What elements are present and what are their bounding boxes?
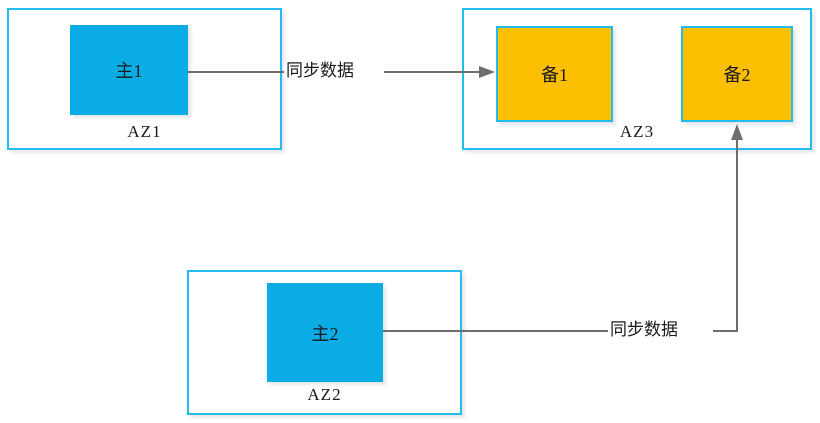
connector-label-top: 同步数据 (284, 61, 356, 80)
node-bei2-label: 备2 (723, 65, 751, 85)
node-bei1-label: 备1 (541, 65, 568, 85)
node-bei2: 备2 (681, 26, 793, 122)
node-zhu1: 主1 (70, 25, 188, 115)
connector-zhu2-to-bei2-segment-elbow (713, 124, 743, 332)
zone-az2-label: AZ2 (307, 385, 342, 404)
connector-label-bottom: 同步数据 (608, 320, 680, 339)
node-bei1: 备1 (496, 26, 613, 122)
node-zhu1-label: 主1 (115, 61, 143, 81)
zone-az1-label: AZ1 (127, 122, 162, 141)
node-zhu2: 主2 (267, 283, 383, 382)
node-zhu2-label: 主2 (311, 323, 339, 344)
zone-az3-label: AZ3 (619, 122, 655, 141)
